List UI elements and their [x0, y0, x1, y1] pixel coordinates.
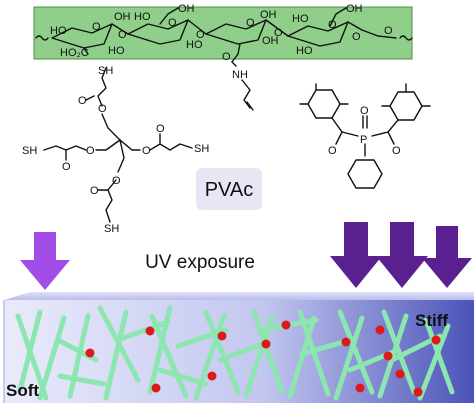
soft-label: Soft — [6, 381, 39, 400]
carbonyl-oxygen-label: O — [392, 145, 401, 157]
sh-label: SH — [104, 223, 119, 235]
polymer-band — [33, 6, 413, 60]
polymer-fibres — [15, 305, 455, 401]
allyl-amide-group: NH — [231, 61, 254, 111]
uv-exposure-label: UV exposure — [145, 252, 255, 273]
oxygen-label: O — [384, 25, 393, 37]
crosslink-point — [341, 337, 351, 347]
oxygen-label: O — [142, 145, 151, 157]
oxygen-label: O — [92, 21, 101, 33]
nh-label: NH — [232, 69, 248, 81]
ho-label: HO — [50, 25, 67, 37]
crosslink-point — [217, 331, 227, 341]
crosslink-points — [85, 320, 441, 397]
phosphorus-label: P — [360, 134, 367, 146]
oxygen-label: O — [78, 95, 87, 107]
ho-label: HO — [108, 45, 125, 57]
uv-arrow-strong — [330, 222, 382, 288]
carbonyl-oxygen-label: O — [328, 145, 337, 157]
uv-arrows-stiff — [330, 222, 472, 288]
oxygen-label: O — [274, 27, 283, 39]
ho-label: HO — [292, 13, 309, 25]
phosphine-oxide-label: O — [360, 105, 369, 117]
oxygen-label: O — [352, 31, 361, 43]
oh-label: OH — [260, 9, 277, 21]
pvac-label: PVAc — [205, 179, 254, 201]
tetrathiol-crosslinker: SH SH SH SH O O O O O O O O — [22, 65, 209, 235]
crosslink-point — [375, 325, 385, 335]
crosslink-point — [413, 387, 423, 397]
ho-label: HO — [186, 39, 203, 51]
crosslink-point — [207, 371, 217, 381]
oxygen-label: O — [112, 175, 121, 187]
ho-label: HO — [134, 11, 151, 23]
crosslink-point — [261, 339, 271, 349]
photoinitiator-structure: P O O O — [299, 83, 431, 189]
crosslink-point — [151, 383, 161, 393]
hydrogel-slab: Soft Stiff — [3, 292, 474, 403]
oxygen-label: O — [156, 123, 165, 135]
uv-arrow-soft — [20, 232, 70, 290]
stiff-label: Stiff — [415, 311, 448, 330]
sh-label: SH — [194, 143, 209, 155]
oxygen-label: O — [118, 29, 127, 41]
crosslink-point — [395, 369, 405, 379]
crosslink-point — [431, 335, 441, 345]
oxygen-label: O — [196, 29, 205, 41]
oxygen-label: O — [246, 17, 255, 29]
crosslink-point — [355, 383, 365, 393]
oxygen-label: O — [328, 19, 337, 31]
amide-oxygen-label: O — [222, 51, 231, 63]
pvac-box: PVAc — [196, 168, 262, 210]
oh-label: OH — [114, 11, 131, 23]
polymer-structure: HO OH HO OH OH HO OH HO OH HO HO O O O O… — [33, 3, 413, 63]
crosslink-point — [85, 348, 95, 358]
oxygen-label: O — [98, 103, 107, 115]
oxygen-label: O — [62, 161, 71, 173]
crosslink-point — [281, 320, 291, 330]
sh-label: SH — [22, 145, 37, 157]
sh-label: SH — [98, 65, 113, 77]
carboxyl-label: HO₂C — [60, 47, 89, 59]
oh-label: OH — [178, 3, 195, 15]
crosslink-point — [383, 351, 393, 361]
uv-exposure: UV exposure — [145, 252, 255, 273]
gel-top-face — [4, 292, 474, 300]
oxygen-label: O — [90, 185, 99, 197]
oh-label: OH — [262, 35, 279, 47]
ho-label: HO — [296, 45, 313, 57]
uv-arrow-strong — [422, 226, 472, 288]
oxygen-label: O — [168, 17, 177, 29]
oxygen-label: O — [86, 145, 95, 157]
crosslink-point — [145, 326, 155, 336]
uv-arrow-strong — [376, 222, 428, 288]
oh-label: OH — [346, 3, 363, 15]
